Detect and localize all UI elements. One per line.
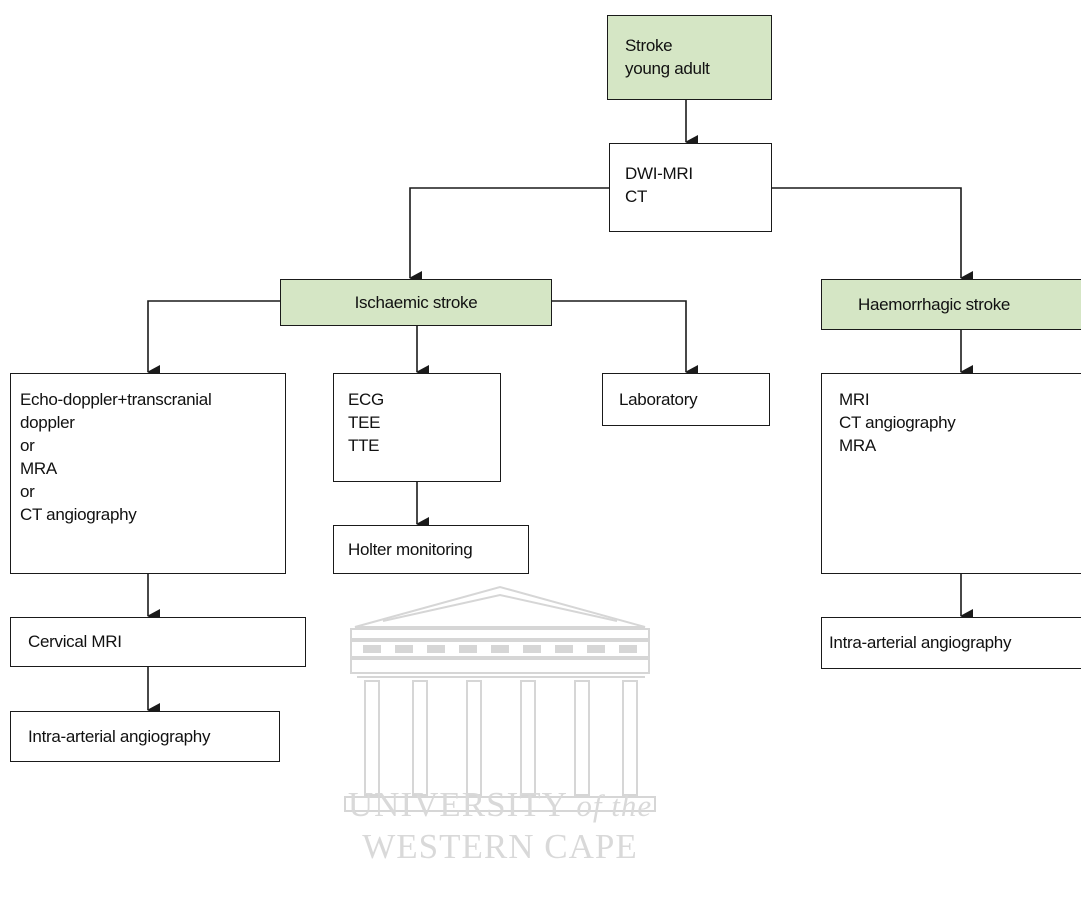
arrow-imaging-to-haemorrhagic bbox=[772, 187, 973, 285]
arrow-ischaemic-to-laboratory bbox=[552, 300, 698, 379]
node-cardiac: ECG TEE TTE bbox=[333, 373, 501, 482]
node-laboratory: Laboratory bbox=[602, 373, 770, 426]
node-stroke-young-adult: Stroke young adult bbox=[607, 15, 772, 100]
node-haemorrhagic-stroke: Haemorrhagic stroke bbox=[821, 279, 1081, 330]
node-vascular-imaging: Echo-doppler+transcranial doppler or MRA… bbox=[10, 373, 286, 574]
node-ischaemic-stroke: Ischaemic stroke bbox=[280, 279, 552, 326]
watermark-university-text: UNIVERSITY of the bbox=[347, 785, 653, 824]
node-intra-arterial-angiography-left: Intra-arterial angiography bbox=[10, 711, 280, 762]
node-imaging: DWI-MRI CT bbox=[609, 143, 772, 232]
node-intra-arterial-angiography-right: Intra-arterial angiography bbox=[821, 617, 1081, 669]
arrow-ischaemic-to-vascular bbox=[147, 300, 280, 379]
university-building-watermark bbox=[344, 585, 656, 812]
node-holter-monitoring: Holter monitoring bbox=[333, 525, 529, 574]
arrow-imaging-to-ischaemic bbox=[409, 187, 609, 285]
watermark-western-cape-text: WESTERN CAPE bbox=[362, 827, 638, 866]
node-haemorrhagic-imaging: MRI CT angiography MRA bbox=[821, 373, 1081, 574]
node-cervical-mri: Cervical MRI bbox=[10, 617, 306, 667]
